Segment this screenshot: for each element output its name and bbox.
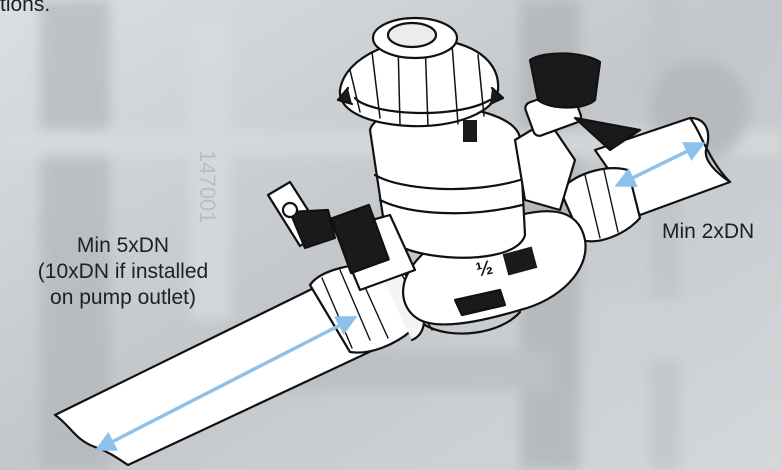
- upstream-distance-label: Min 5xDN (10xDN if installed on pump out…: [8, 233, 238, 311]
- upstream-label-line-1: Min 5xDN: [76, 234, 170, 257]
- upstream-label-line-2: (10xDN if installed: [37, 260, 209, 283]
- downstream-distance-arrow: [614, 142, 706, 187]
- valve-cylinder: [368, 104, 527, 259]
- handwheel: [336, 16, 505, 128]
- caption-fragment: tions.: [0, 0, 51, 16]
- serial-marking: 147001: [195, 150, 220, 223]
- test-port-right: [513, 52, 642, 212]
- downstream-distance-label: Min 2xDN: [662, 220, 755, 243]
- upstream-label-line-3: on pump outlet): [50, 286, 196, 309]
- size-label: ½: [474, 257, 495, 282]
- drain-port-left: [266, 180, 417, 292]
- upstream-distance-arrow: [94, 316, 358, 451]
- size-marking: [502, 246, 538, 276]
